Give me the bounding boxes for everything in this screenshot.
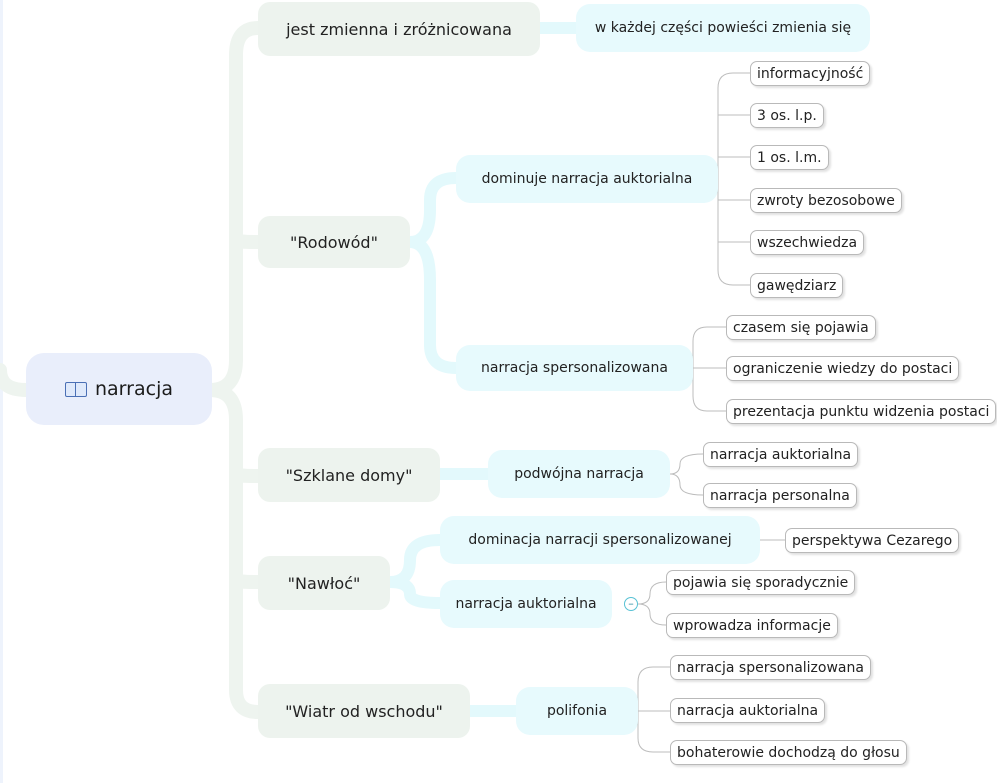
leaf-label: 3 os. l.p. [757, 107, 817, 124]
leaf-connectors [637, 72, 785, 753]
branch-label: jest zmienna i zróżnicowana [286, 19, 512, 39]
leaf-narracja-auktorialna[interactable]: narracja auktorialna [703, 442, 859, 467]
branch-label: "Szklane domy" [285, 465, 413, 485]
leaf-label: gawędziarz [757, 277, 837, 294]
leaf-label: czasem się pojawia [733, 319, 869, 336]
leaf-ograniczenie-wiedzy[interactable]: ograniczenie wiedzy do postaci [726, 356, 960, 381]
subbranch-label: dominacja narracji spersonalizowanej [468, 532, 732, 548]
leaf-perspektywa-cezarego[interactable]: perspektywa Cezarego [785, 528, 960, 553]
leaf-prezentacja-punktu-widzenia[interactable]: prezentacja punktu widzenia postaci [726, 399, 997, 424]
leaf-label: narracja personalna [710, 487, 850, 504]
leaf-pojawia-sie-sporadycznie[interactable]: pojawia się sporadycznie [666, 570, 856, 595]
leaf-wprowadza-informacje[interactable]: wprowadza informacje [666, 613, 838, 638]
branch-label: "Rodowód" [290, 232, 378, 252]
root-label: narracja [95, 378, 173, 400]
leaf-narracja-personalna[interactable]: narracja personalna [703, 483, 857, 508]
leaf-label: ograniczenie wiedzy do postaci [733, 360, 953, 377]
branch-label: "Wiatr od wschodu" [285, 701, 443, 721]
leaf-label: informacyjność [757, 65, 864, 82]
open-book-icon [65, 381, 87, 397]
leaf-label: narracja spersonalizowana [677, 659, 864, 676]
leaf-label: wprowadza informacje [673, 617, 831, 634]
subbranch-label: w każdej części powieści zmienia się [594, 20, 852, 36]
leaf-wszechwiedza[interactable]: wszechwiedza [750, 230, 865, 255]
leaf-czasem-sie-pojawia[interactable]: czasem się pojawia [726, 315, 876, 340]
leaf-bohaterowie-dochodza-do-glosu[interactable]: bohaterowie dochodzą do głosu [670, 740, 907, 765]
leaf-label: narracja auktorialna [710, 446, 852, 463]
subbranch-kazdej-czesci[interactable]: w każdej części powieści zmienia się [576, 4, 870, 52]
branch-szklane-domy[interactable]: "Szklane domy" [258, 448, 440, 502]
subbranch-narracja-spersonalizowana[interactable]: narracja spersonalizowana [456, 345, 693, 391]
subbranch-polifonia[interactable]: polifonia [516, 687, 638, 735]
leaf-informacyjnosc[interactable]: informacyjność [750, 61, 871, 86]
subbranch-dominuje-narracja-auktorialna[interactable]: dominuje narracja auktorialna [456, 155, 718, 203]
leaf-label: wszechwiedza [757, 234, 858, 251]
branch-nawloc[interactable]: "Nawłoć" [258, 556, 390, 610]
subbranch-narracja-auktorialna-nawloc[interactable]: narracja auktorialna [440, 580, 612, 628]
leaf-label: narracja auktorialna [677, 702, 819, 719]
subbranch-label: narracja spersonalizowana [481, 360, 668, 376]
leaf-gawedziarz[interactable]: gawędziarz [750, 273, 844, 298]
leaf-label: perspektywa Cezarego [792, 532, 953, 549]
canvas-edge [0, 0, 3, 783]
leaf-label: pojawia się sporadycznie [673, 574, 849, 591]
leaf-narracja-auktorialna-polifonia[interactable]: narracja auktorialna [670, 698, 826, 723]
branch-wiatr-od-wschodu[interactable]: "Wiatr od wschodu" [258, 684, 470, 738]
branch-label: "Nawłoć" [287, 573, 361, 593]
leaf-narracja-spersonalizowana[interactable]: narracja spersonalizowana [670, 655, 871, 680]
root-node[interactable]: narracja [26, 353, 212, 425]
leaf-zwroty-bezosobowe[interactable]: zwroty bezosobowe [750, 188, 902, 213]
subbranch-label: polifonia [546, 703, 608, 719]
branch-rodowod[interactable]: "Rodowód" [258, 216, 410, 268]
root-branch-connectors [0, 21, 265, 719]
subbranch-dominacja-narracji[interactable]: dominacja narracji spersonalizowanej [440, 516, 760, 564]
leaf-label: zwroty bezosobowe [757, 192, 895, 209]
leaf-1-os-lm[interactable]: 1 os. l.m. [750, 145, 829, 170]
leaf-label: prezentacja punktu widzenia postaci [733, 403, 990, 420]
sub-branch-connectors [384, 22, 582, 717]
leaf-label: bohaterowie dochodzą do głosu [677, 744, 900, 761]
leaf-label: 1 os. l.m. [757, 149, 822, 166]
branch-jest-zmienna[interactable]: jest zmienna i zróżnicowana [258, 2, 540, 56]
leaf-3-os-lp[interactable]: 3 os. l.p. [750, 103, 824, 128]
subbranch-podwojna-narracja[interactable]: podwójna narracja [488, 450, 670, 498]
subbranch-label: dominuje narracja auktorialna [481, 171, 693, 187]
subbranch-label: narracja auktorialna [455, 596, 597, 612]
subbranch-label: podwójna narracja [514, 466, 644, 482]
collapse-toggle-button[interactable]: – [624, 597, 638, 611]
